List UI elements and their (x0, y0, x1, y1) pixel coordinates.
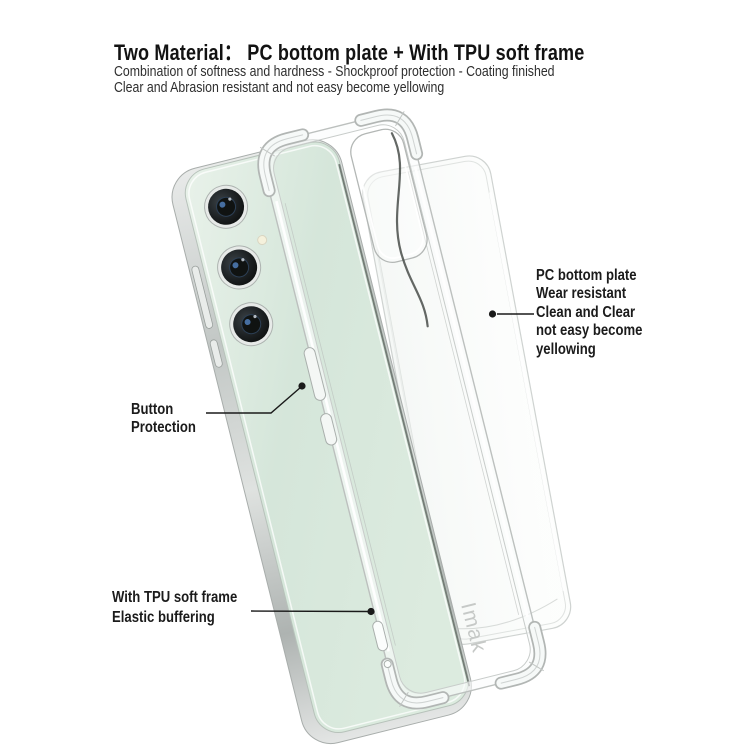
camera-module (204, 184, 274, 347)
camera-lens (217, 245, 262, 290)
case-port-cutout (372, 620, 389, 652)
case-corner-bumpers (257, 108, 547, 710)
case-right-highlight (413, 166, 529, 618)
page-subtitle: Combination of softness and hardness - S… (114, 64, 555, 96)
callout-dot-tpu (367, 607, 375, 616)
leader-line-button (206, 386, 302, 414)
annotation-line: yellowing (536, 340, 596, 358)
annotation-line: Button (131, 401, 174, 418)
phone-back-bevel (188, 144, 466, 730)
pc-plate-bottom-edge (452, 598, 558, 630)
phone-right-edge (338, 163, 471, 687)
camera-lens (229, 302, 274, 347)
page-title: Two Material： PC bottom plate + With TPU… (114, 40, 585, 65)
tpu-case-illustration: Imak (257, 108, 547, 710)
annotation-line: PC bottom plate (536, 267, 637, 284)
case-cutout-gloss-edge (390, 132, 429, 328)
annotation-tpu-frame: With TPU soft frame Elastic buffering (112, 588, 237, 628)
case-right-wall-line (407, 172, 520, 615)
case-button-cover (320, 413, 338, 446)
annotation-line: not easy become (536, 322, 643, 340)
annotation-line: Clean and Clear (536, 303, 636, 321)
annotation-line: Wear resistant (536, 285, 627, 303)
case-button-cover (303, 347, 327, 401)
subtitle-line-1: Combination of softness and hardness - S… (114, 64, 555, 80)
case-inner-outline (273, 124, 531, 694)
case-camera-cutout (350, 128, 429, 328)
annotation-line: With TPU soft frame (112, 589, 238, 606)
annotation-pc-plate: PC bottom plate Wear resistant Clean and… (536, 267, 642, 359)
callout-lines (206, 313, 534, 613)
annotation-line: Protection (131, 419, 196, 437)
camera-lens (204, 184, 249, 229)
annotation-button-protection: Button Protection (131, 401, 196, 438)
phone-volume-button (191, 265, 214, 329)
case-mic-hole (383, 660, 392, 669)
annotation-line: Elastic buffering (112, 609, 215, 626)
callout-dot-pc-plate (488, 310, 497, 318)
callout-dots (298, 310, 497, 616)
camera-flash (257, 235, 268, 246)
subtitle-line-2: Clear and Abrasion resistant and not eas… (114, 80, 445, 96)
pc-plate-highlight (488, 192, 566, 591)
phone-power-button (209, 339, 223, 368)
case-left-wall-line (284, 203, 396, 646)
callout-dot-button (298, 382, 306, 390)
leader-line-tpu (250, 610, 369, 613)
